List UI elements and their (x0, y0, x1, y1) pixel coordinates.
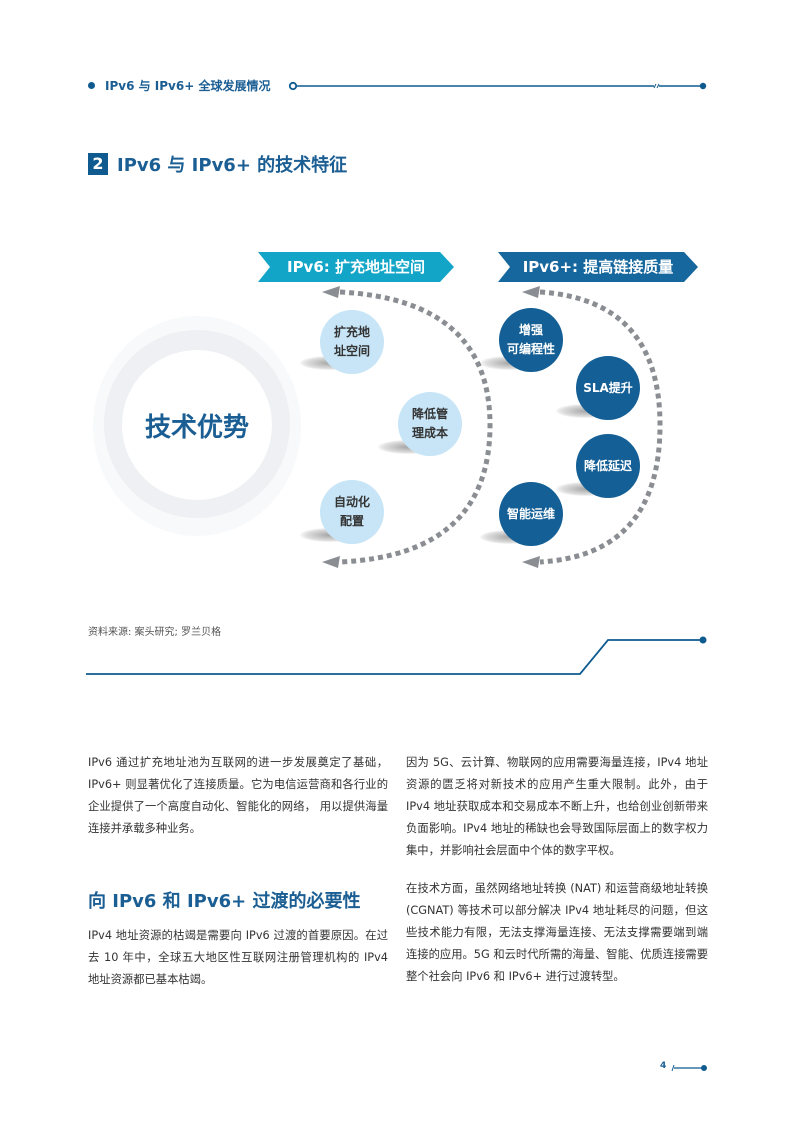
body-paragraph: IPv4 地址资源的枯竭是需要向 IPv6 过渡的首要原因。在过去 10 年中，… (88, 929, 388, 986)
feature-bubble-intelligent-ops: 智能运维 (499, 482, 563, 546)
section-divider-icon (86, 636, 707, 675)
footer-rule-icon (671, 1064, 707, 1072)
dashed-arc-arrows-icon (322, 286, 663, 568)
running-header-title: IPv6 与 IPv6+ 全球发展情况 (105, 79, 271, 93)
ipv6plus-banner: IPv6+: 提高链接质量 (498, 252, 698, 282)
page-number: 4 (660, 1061, 667, 1071)
arrow-banner-icon (498, 252, 698, 282)
header-rule-icon (288, 81, 707, 91)
body-paragraph: 因为 5G、云计算、物联网的应用需要海量连接，IPv4 地址资源的匮乏将对新技术… (406, 756, 708, 857)
subheading: 向 IPv6 和 IPv6+ 过渡的必要性 (88, 891, 361, 912)
feature-bubble-auto-config: 自动化配置 (320, 480, 384, 544)
section-title: IPv6 与 IPv6+ 的技术特征 (117, 155, 348, 176)
body-paragraph: IPv6 通过扩充地址池为互联网的进一步发展奠定了基础，IPv6+ 则显著优化了… (88, 756, 388, 835)
feature-bubble-latency: 降低延迟 (576, 434, 640, 498)
bullet-dot-icon (88, 82, 95, 89)
section-heading: 2 IPv6 与 IPv6+ 的技术特征 (88, 152, 347, 176)
arrow-banner-icon (258, 252, 454, 282)
core-ring-inner (122, 350, 272, 500)
feature-bubble-lower-mgmt-cost: 降低管理成本 (398, 392, 462, 456)
figure-source: 资料来源: 案头研究; 罗兰贝格 (88, 627, 222, 638)
feature-bubble-address-space: 扩充地址空间 (320, 310, 384, 374)
feature-bubble-programmability: 增强可编程性 (499, 308, 563, 372)
ipv6plus-banner-label: IPv6+: 提高链接质量 (522, 258, 674, 276)
ipv6-banner: IPv6: 扩充地址空间 (258, 252, 454, 282)
running-header: IPv6 与 IPv6+ 全球发展情况 (88, 78, 708, 94)
ipv6-banner-label: IPv6: 扩充地址空间 (286, 258, 425, 276)
page-footer: 4 (658, 1061, 708, 1075)
section-number: 2 (88, 153, 108, 175)
feature-bubble-sla: SLA提升 (576, 356, 640, 420)
core-label: 技术优势 (144, 412, 249, 443)
body-paragraph: 在技术方面，虽然网络地址转换 (NAT) 和运营商级地址转换 (CGNAT) 等… (406, 882, 708, 983)
